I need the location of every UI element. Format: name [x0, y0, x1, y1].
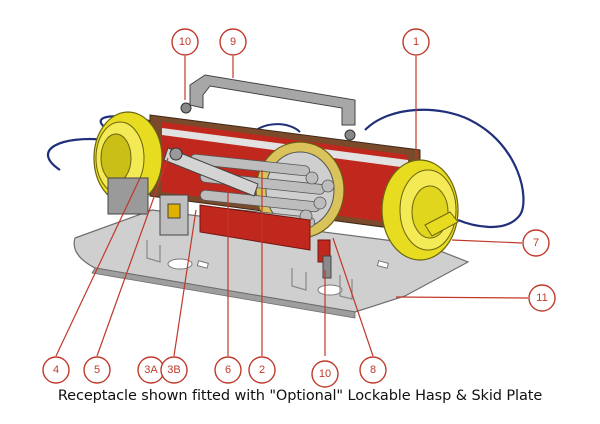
callout-label: 7	[533, 237, 539, 249]
callout-circle	[402, 28, 430, 56]
callout-circle	[83, 356, 111, 384]
callout-label: 5	[94, 364, 100, 376]
callout-label: 6	[225, 364, 231, 376]
side-box	[107, 177, 149, 215]
caption: Receptacle shown fitted with "Optional" …	[57, 388, 543, 404]
callout-label: 10	[319, 368, 331, 380]
lever-arm	[163, 147, 259, 197]
callout-label: 4	[53, 364, 59, 376]
handle	[189, 74, 356, 126]
callout-circle	[522, 229, 550, 257]
callout-label: 10	[179, 36, 191, 48]
callout-circle	[219, 28, 247, 56]
callout-label: 11	[536, 292, 547, 304]
leader-lines	[55, 56, 529, 357]
callout-circle	[171, 28, 199, 56]
callout-circle	[214, 356, 242, 384]
callout-label: 3B	[167, 364, 180, 376]
callout-label: 2	[259, 364, 265, 376]
callout-circle	[311, 360, 339, 388]
callout-label: 8	[370, 364, 376, 376]
callout-circle	[42, 356, 70, 384]
callout-circle	[160, 356, 188, 384]
callout-label: 9	[230, 36, 236, 48]
callout-label: 1	[413, 36, 419, 48]
callout-circle	[248, 356, 276, 384]
callout-label: 3A	[144, 364, 158, 376]
callout-group: 10 9 1 7 11 4 5 3A 3B 6 2 10 8	[42, 28, 556, 388]
callout-circle	[528, 284, 556, 312]
callout-circle	[359, 356, 387, 384]
